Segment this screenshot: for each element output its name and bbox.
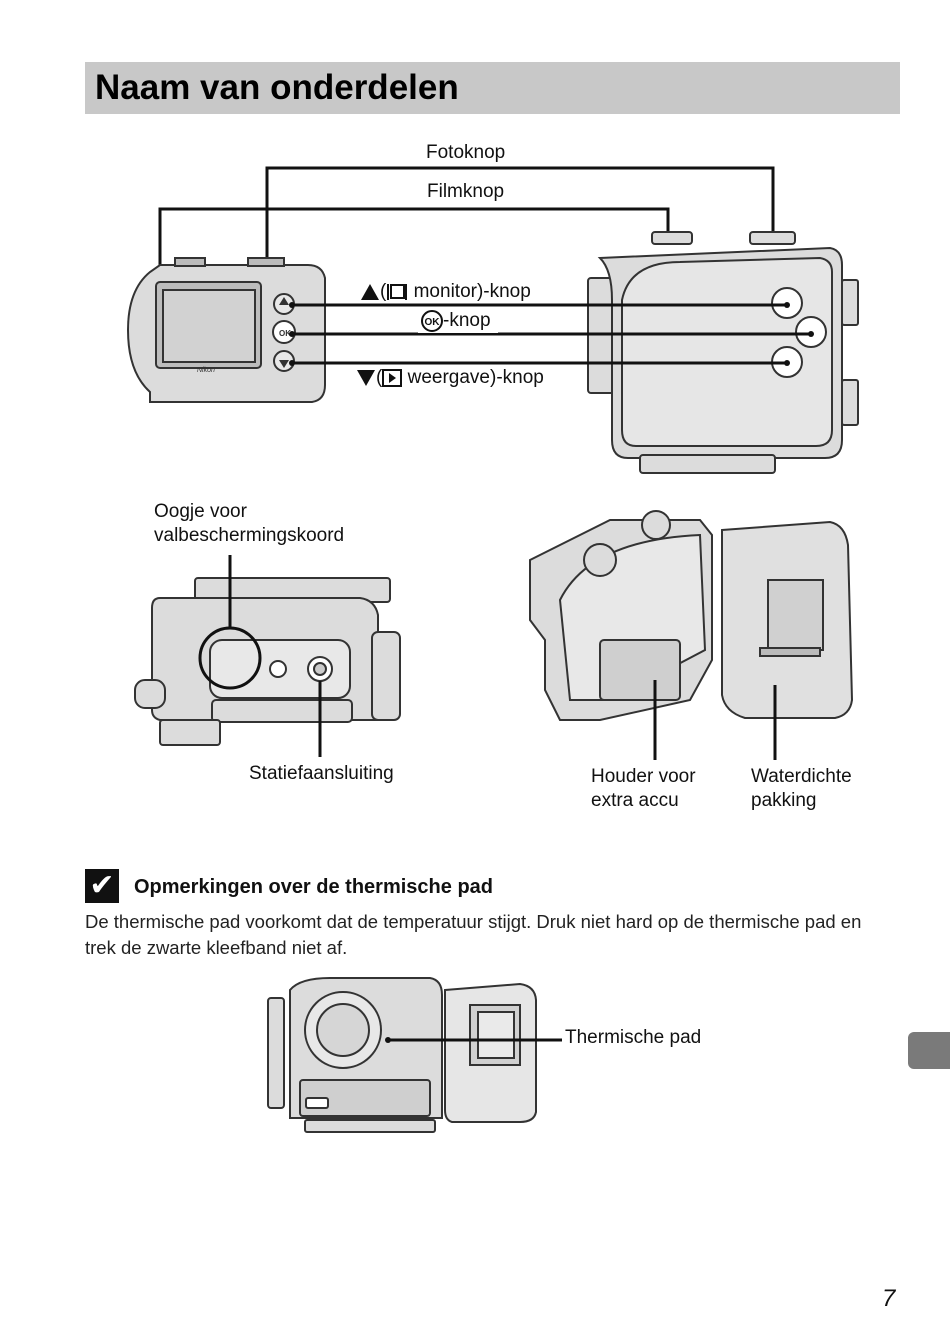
- label-oogje-line2: valbeschermingskoord: [154, 525, 345, 546]
- housing-open-view: [529, 510, 854, 721]
- label-monitor-prefix: (: [380, 281, 387, 302]
- label-pakking: Waterdichte pakking: [751, 765, 852, 813]
- camera-up-icon: [279, 297, 289, 305]
- label-oogje: Oogje voor valbeschermingskoord: [154, 500, 344, 548]
- label-oogje-line1: Oogje voor: [154, 501, 247, 522]
- title-bar: Naam van onderdelen: [85, 62, 900, 114]
- label-pakking-line2: pakking: [751, 790, 817, 811]
- label-thermische-pad: Thermische pad: [565, 1027, 702, 1048]
- label-ok-text: -knop: [443, 310, 491, 331]
- label-fotoknop: Fotoknop: [426, 142, 506, 163]
- label-houder-line2: extra accu: [591, 790, 679, 811]
- label-houder: Houder voor extra accu: [591, 765, 696, 813]
- camera-brand-text: Nikon: [197, 367, 215, 374]
- top-diagram: Nikon OK: [126, 166, 859, 474]
- label-weergave-knop: ( weergave)-knop: [356, 366, 544, 390]
- note-heading: Opmerkingen over de thermische pad: [134, 876, 493, 898]
- page-title: Naam van onderdelen: [95, 68, 459, 107]
- down-triangle-icon: [357, 369, 375, 386]
- play-icon: [382, 368, 403, 387]
- page-number: 7: [882, 1285, 896, 1312]
- middle-diagrams: [134, 510, 854, 760]
- camera-ok-text: OK: [279, 329, 291, 338]
- label-weergave-text: weergave)-knop: [407, 367, 544, 388]
- label-statief: Statiefaansluiting: [249, 763, 394, 784]
- note-body: De thermische pad voorkomt dat de temper…: [85, 911, 862, 958]
- check-note-icon: ✔: [85, 869, 119, 903]
- small-camera-back: [126, 257, 326, 403]
- label-monitor-text: monitor)-knop: [413, 281, 531, 302]
- label-ok-knop: OK-knop: [421, 309, 491, 333]
- label-weergave-prefix: (: [376, 367, 383, 388]
- camera-down-icon: [279, 360, 289, 368]
- label-monitor-knop: ( monitor)-knop: [360, 280, 531, 304]
- label-houder-line1: Houder voor: [591, 766, 696, 787]
- leader-lines-buttons: [290, 303, 811, 365]
- section-tab: [908, 1032, 950, 1069]
- monitor-icon: [387, 283, 408, 300]
- up-triangle-icon: [361, 283, 379, 300]
- leader-lines-top: [158, 166, 775, 265]
- label-filmknop: Filmknop: [427, 181, 505, 202]
- ok-icon-text: OK: [425, 317, 441, 328]
- ok-button-icon: OK: [421, 309, 443, 332]
- thermal-pad-diagram: [267, 977, 562, 1133]
- label-pakking-line1: Waterdichte: [751, 766, 852, 787]
